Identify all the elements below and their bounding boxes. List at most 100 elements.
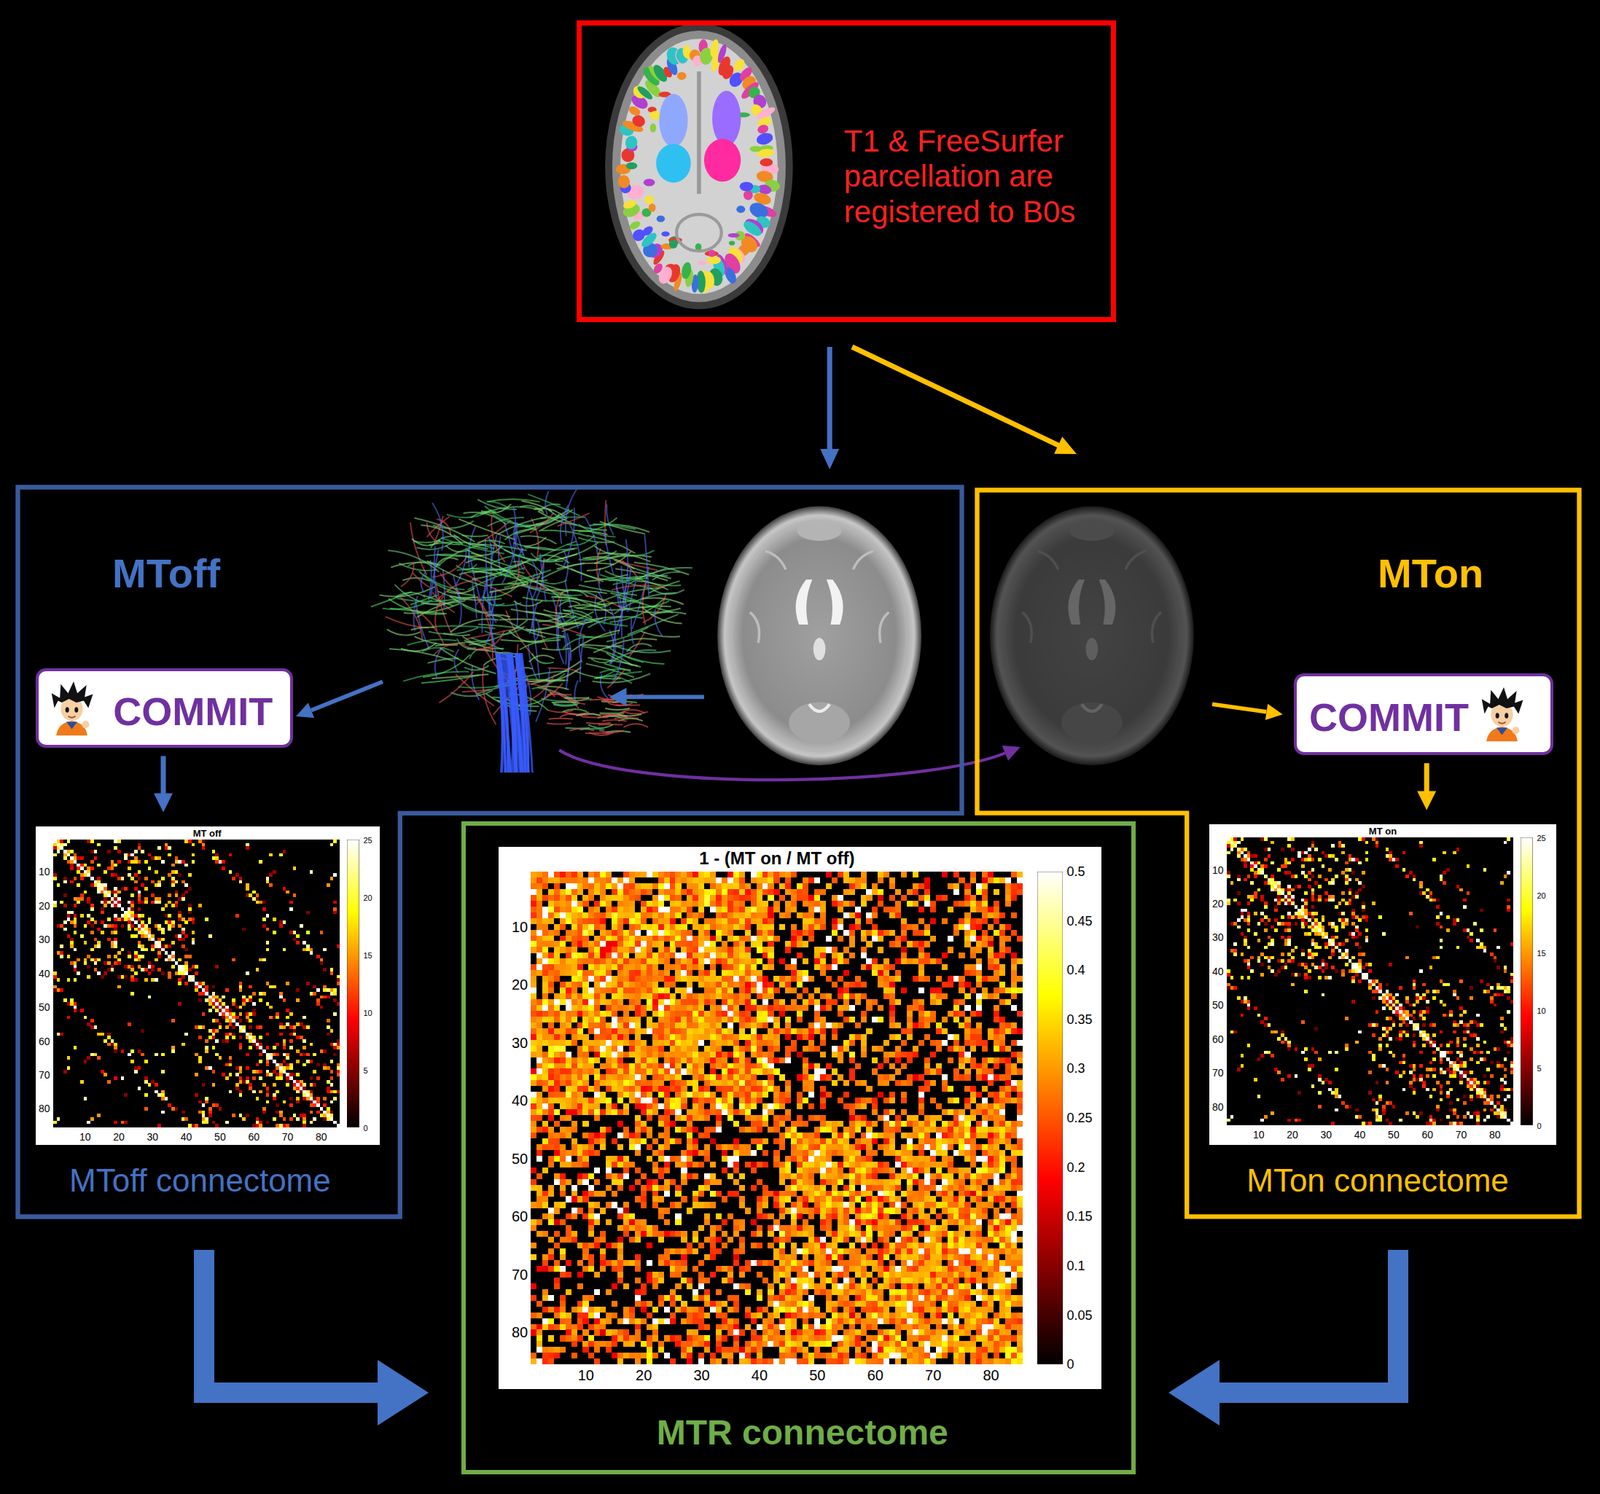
heatmap-cell [73, 931, 78, 936]
heatmap-cell [80, 863, 84, 868]
heatmap-cell [90, 917, 95, 922]
heatmap-cell [63, 849, 68, 854]
heatmap-cell [333, 1097, 337, 1101]
heatmap-cell [238, 1094, 243, 1098]
heatmap-cell [144, 1107, 148, 1111]
heatmap-cell [221, 866, 226, 871]
heatmap-cell [174, 856, 178, 861]
heatmap-cell [262, 958, 267, 963]
heatmap-cell [336, 1043, 341, 1047]
heatmap-cell [1287, 844, 1291, 849]
heatmap-cell [110, 873, 114, 878]
heatmap-cell [127, 1022, 132, 1027]
heatmap-cell [201, 1026, 205, 1030]
heatmap-cell [322, 1066, 327, 1071]
heatmap-cell [96, 958, 101, 963]
heatmap-cell [177, 968, 182, 973]
heatmap-cell [171, 924, 175, 928]
tick-label: 30 [38, 933, 51, 946]
heatmap-cell [1311, 841, 1315, 845]
heatmap-cell [177, 1002, 182, 1006]
heatmap-cell [161, 971, 165, 976]
heatmap-cell [248, 998, 253, 1003]
heatmap-cell [1226, 837, 1231, 842]
heatmap-cell [167, 944, 172, 949]
heatmap-cell [73, 917, 78, 922]
heatmap-cell [150, 934, 155, 939]
heatmap-cell [96, 941, 101, 946]
heatmap-cell [204, 1097, 209, 1101]
heatmap-cell [302, 948, 307, 952]
heatmap-cell [103, 1073, 108, 1078]
heatmap-cell [140, 849, 145, 854]
colorbar-fill [346, 839, 360, 1128]
heatmap-cell [299, 1090, 304, 1095]
heatmap-cell [107, 961, 111, 966]
heatmap-cell [272, 931, 277, 936]
heatmap-cell [238, 880, 243, 885]
heatmap-cell [258, 958, 263, 963]
heatmap-cell [127, 911, 132, 915]
heatmap-cell [215, 860, 219, 864]
heatmap-cell [184, 921, 189, 926]
heatmap-cell [184, 1117, 189, 1122]
heatmap-cell [252, 1036, 256, 1041]
heatmap-cell [336, 1039, 341, 1044]
heatmap-cell [306, 1090, 310, 1095]
heatmap-cell [194, 989, 199, 993]
heatmap-cell [157, 954, 162, 959]
heatmap-cell [225, 1005, 229, 1010]
tick-label: 20 [363, 893, 372, 904]
heatmap-cell [285, 1076, 290, 1081]
heatmap-cell [268, 853, 273, 858]
heatmap-cell [201, 981, 205, 986]
heatmap-cell [302, 1026, 307, 1030]
heatmap-cell [171, 965, 175, 969]
heatmap-cell [329, 1110, 334, 1115]
heatmap-cell [312, 1053, 317, 1057]
heatmap-cell [63, 880, 68, 885]
heatmap-cell [208, 1113, 213, 1118]
heatmap-cell [100, 907, 105, 912]
heatmap-cell [73, 948, 78, 952]
heatmap-cell [103, 870, 108, 874]
heatmap-cell [56, 839, 60, 844]
heatmap-cell [248, 1083, 253, 1088]
heatmap-cell [127, 866, 132, 871]
heatmap-cell [295, 998, 300, 1003]
heatmap-cell [215, 998, 219, 1003]
heatmap-cell [113, 938, 118, 942]
heatmap-cell [174, 890, 178, 895]
heatmap-cell [242, 927, 246, 932]
heatmap-cell [228, 1059, 232, 1064]
heatmap-cell [86, 873, 91, 878]
heatmap-cell [140, 944, 145, 949]
heatmap-cell [130, 978, 135, 983]
heatmap-cell [333, 1043, 337, 1047]
heatmap-cell [174, 860, 178, 864]
heatmap-cell [80, 866, 84, 871]
heatmap-cell [322, 948, 327, 952]
heatmap-cell [292, 1032, 296, 1037]
heatmap-cell [181, 927, 186, 932]
heatmap-cell [245, 894, 250, 899]
heatmap-cell [211, 1083, 216, 1088]
heatmap-cell [53, 839, 57, 844]
illustration-part [74, 707, 78, 713]
heatmap-cell [144, 927, 148, 932]
heatmap-cell [231, 1019, 236, 1023]
heatmap-cell [53, 846, 57, 850]
heatmap-cell [69, 944, 74, 949]
heatmap-cell [120, 917, 124, 922]
heatmap-cell [53, 853, 57, 858]
text-holder: 70 [38, 1068, 51, 1082]
heatmap-cell [1456, 847, 1461, 852]
heatmap-cell [113, 1046, 118, 1051]
heatmap-cell [336, 1124, 341, 1128]
heatmap-cell [218, 1056, 223, 1060]
heatmap-cell [137, 1049, 142, 1054]
heatmap-cell [130, 911, 135, 915]
heatmap-cell [177, 981, 182, 986]
plot-title: MT off [193, 828, 222, 840]
heatmap-cell [225, 1019, 229, 1023]
